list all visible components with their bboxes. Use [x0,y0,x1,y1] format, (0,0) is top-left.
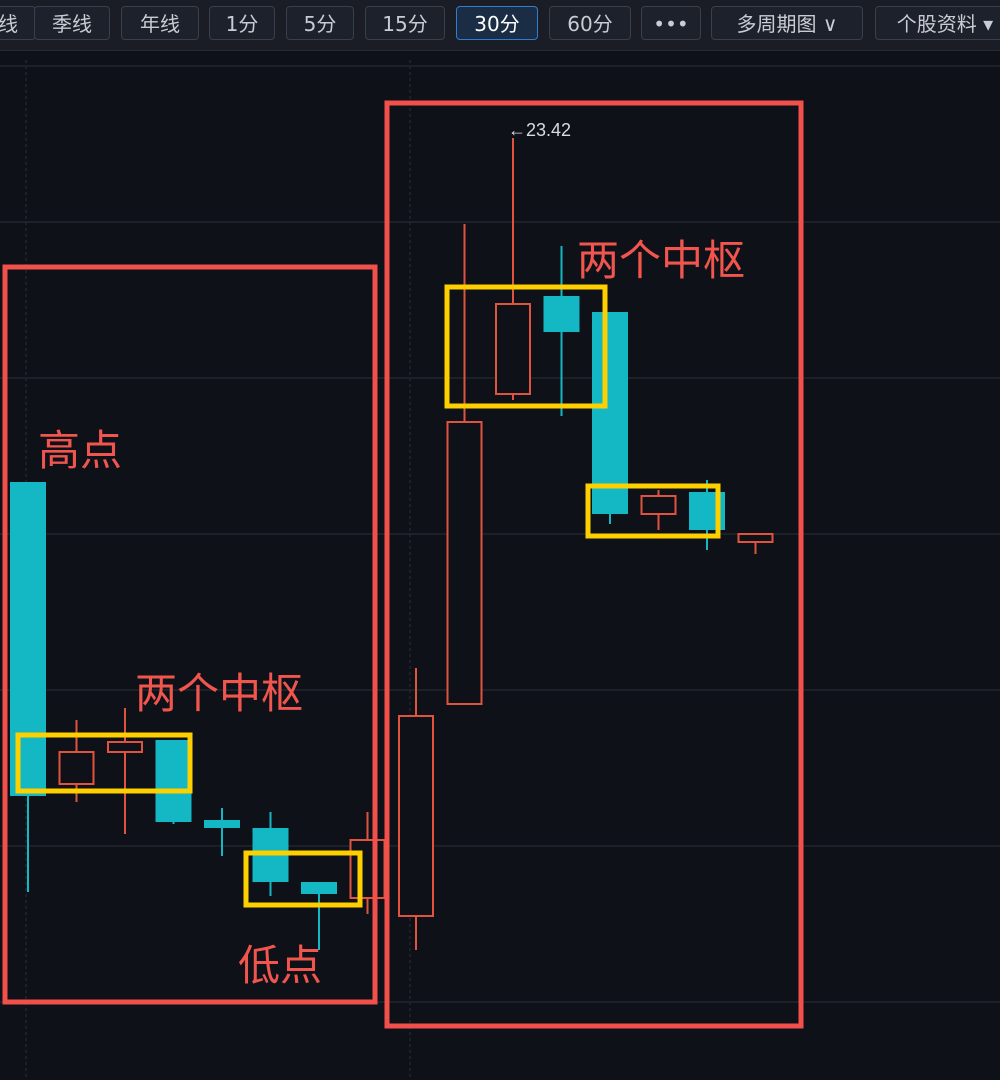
candle-body-down [10,482,46,796]
candle-body-down [592,312,628,514]
candle-body-up [495,303,531,395]
candle-body-up [58,751,95,785]
max-price-label: ←23.42 [508,120,571,140]
candle-body-up [446,421,483,705]
period-button-0[interactable]: 线 [0,6,36,40]
candle-body-up [398,715,434,917]
period-button-2[interactable]: 年线 [121,6,199,40]
label-low-point: 低点 [238,941,323,990]
candle-body-down [301,882,337,894]
candle-body-up [737,533,774,543]
candle-body-up [107,741,143,753]
pivot-box-yellow [15,732,193,794]
period-button-3[interactable]: 1分 [209,6,275,40]
annotation-box-red [384,100,804,1029]
period-button-6[interactable]: 30分 [456,6,538,40]
period-toolbar: 线季线年线 1分 5分 15分 30分 60分 ••• 多周期图 ∨ 个股资料 ▾ [0,0,1000,51]
period-button-5[interactable]: 15分 [365,6,445,40]
candle-body-up [349,839,386,899]
period-button-7[interactable]: 60分 [549,6,631,40]
candle-body-down [155,740,192,822]
label-two-pivots-right: 两个中枢 [577,236,746,285]
label-high-point: 高点 [38,426,123,475]
candle-body-up [640,495,677,515]
period-button-1[interactable]: 季线 [34,6,110,40]
pivot-box-yellow [243,850,363,908]
period-button-4[interactable]: 5分 [286,6,354,40]
pivot-box-yellow [585,483,721,539]
candlestick-chart: ←23.42 [0,60,1000,1080]
candle-body-down [204,820,240,828]
label-two-pivots-left: 两个中枢 [135,669,304,718]
pivot-box-yellow [444,284,608,409]
period-button-9[interactable]: 多周期图 ∨ [711,6,863,40]
candle-body-down [543,296,580,332]
annotation-box-red [2,264,378,1005]
period-button-10[interactable]: 个股资料 ▾ [875,6,1000,40]
period-button-8[interactable]: ••• [641,6,701,40]
